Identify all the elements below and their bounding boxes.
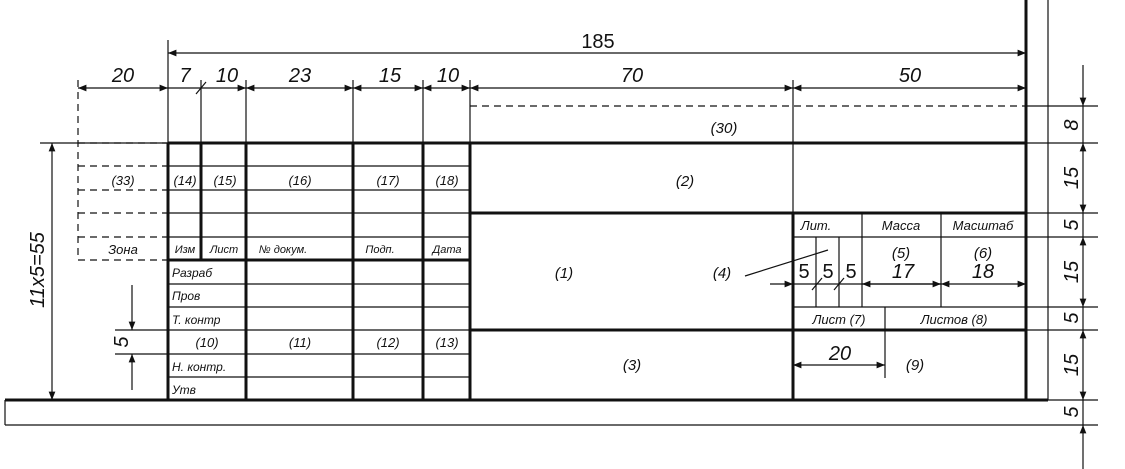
dim-data: 10 bbox=[437, 65, 459, 87]
cell-9: (9) bbox=[906, 357, 924, 374]
dim-left-height: 11x5=55 bbox=[27, 231, 49, 308]
title-block-grid bbox=[166, 105, 1098, 400]
cell-1: (1) bbox=[555, 265, 573, 282]
cell-15: (15) bbox=[213, 173, 236, 188]
header-massa: Масса bbox=[882, 218, 920, 233]
cell-3: (3) bbox=[623, 357, 641, 374]
dim-masshtab-18: 18 bbox=[972, 261, 994, 283]
dim-zone: 20 bbox=[111, 65, 134, 87]
row-prov: Пров bbox=[172, 289, 200, 303]
dim-mid: 70 bbox=[621, 65, 643, 87]
dim-list: 10 bbox=[216, 65, 238, 87]
header-docnum: № докум. bbox=[259, 244, 307, 256]
cell-10: (10) bbox=[195, 335, 218, 350]
cell-16: (16) bbox=[288, 173, 311, 188]
row-razrab: Разраб bbox=[172, 266, 213, 280]
header-list7: Лист (7) bbox=[812, 312, 866, 327]
dim-right-15c: 15 bbox=[1061, 353, 1083, 376]
header-podp: Подп. bbox=[365, 244, 394, 256]
dim-right-5c: 5 bbox=[1061, 406, 1083, 418]
dim-list-20: 20 bbox=[828, 343, 851, 365]
header-izm: Изм bbox=[175, 244, 196, 256]
dim-lit-5a: 5 bbox=[798, 261, 809, 283]
cell-18: (18) bbox=[435, 173, 458, 188]
column-headers: Зона Изм Лист № докум. Подп. Дата Лит. М… bbox=[108, 218, 1014, 327]
dim-podp: 15 bbox=[379, 65, 402, 87]
cell-markers: (30) (33) (14) (15) (16) (17) (18) (2) (… bbox=[111, 120, 992, 374]
header-zona: Зона bbox=[108, 242, 138, 257]
header-data: Дата bbox=[430, 244, 461, 256]
dim-total: 185 bbox=[581, 31, 614, 53]
extension-lines bbox=[40, 40, 1098, 426]
cell-30: (30) bbox=[711, 120, 738, 137]
dimension-lines bbox=[48, 49, 1087, 469]
dim-massa-17: 17 bbox=[892, 261, 915, 283]
dim-lit-5b: 5 bbox=[822, 261, 833, 283]
cell-11: (11) bbox=[289, 335, 311, 350]
dimension-labels: 185 20 7 10 23 15 10 70 50 11x5=55 5 8 1… bbox=[27, 31, 1083, 418]
dim-right-5b: 5 bbox=[1061, 312, 1083, 324]
header-listov8: Листов (8) bbox=[920, 312, 988, 327]
frame-lines bbox=[4, 0, 1049, 426]
row-tkontr: Т. контр bbox=[172, 313, 221, 327]
row-nkontr: Н. контр. bbox=[172, 360, 226, 374]
cell-17: (17) bbox=[376, 173, 399, 188]
cell-5: (5) bbox=[892, 245, 910, 262]
dim-right-8: 8 bbox=[1061, 119, 1083, 130]
cell-6: (6) bbox=[974, 245, 992, 262]
dim-right-15b: 15 bbox=[1061, 260, 1083, 283]
cell-33: (33) bbox=[111, 173, 134, 188]
dim-right-15a: 15 bbox=[1061, 166, 1083, 189]
row-utv: Утв bbox=[171, 383, 196, 397]
header-list: Лист bbox=[209, 244, 238, 256]
dim-docnum: 23 bbox=[288, 65, 311, 87]
header-lit: Лит. bbox=[800, 218, 831, 233]
dim-right: 50 bbox=[899, 65, 921, 87]
cell-4: (4) bbox=[713, 265, 731, 282]
header-masshtab: Масштаб bbox=[953, 218, 1014, 233]
cell-13: (13) bbox=[435, 335, 458, 350]
dim-right-5a: 5 bbox=[1061, 219, 1083, 231]
dim-lit-5c: 5 bbox=[845, 261, 856, 283]
cell-14: (14) bbox=[173, 173, 196, 188]
cell-12: (12) bbox=[376, 335, 399, 350]
cell-2: (2) bbox=[676, 173, 694, 190]
dim-izm: 7 bbox=[179, 65, 191, 87]
dim-row-small: 5 bbox=[111, 336, 133, 348]
signature-row-labels: Разраб Пров Т. контр Н. контр. Утв bbox=[171, 266, 226, 397]
